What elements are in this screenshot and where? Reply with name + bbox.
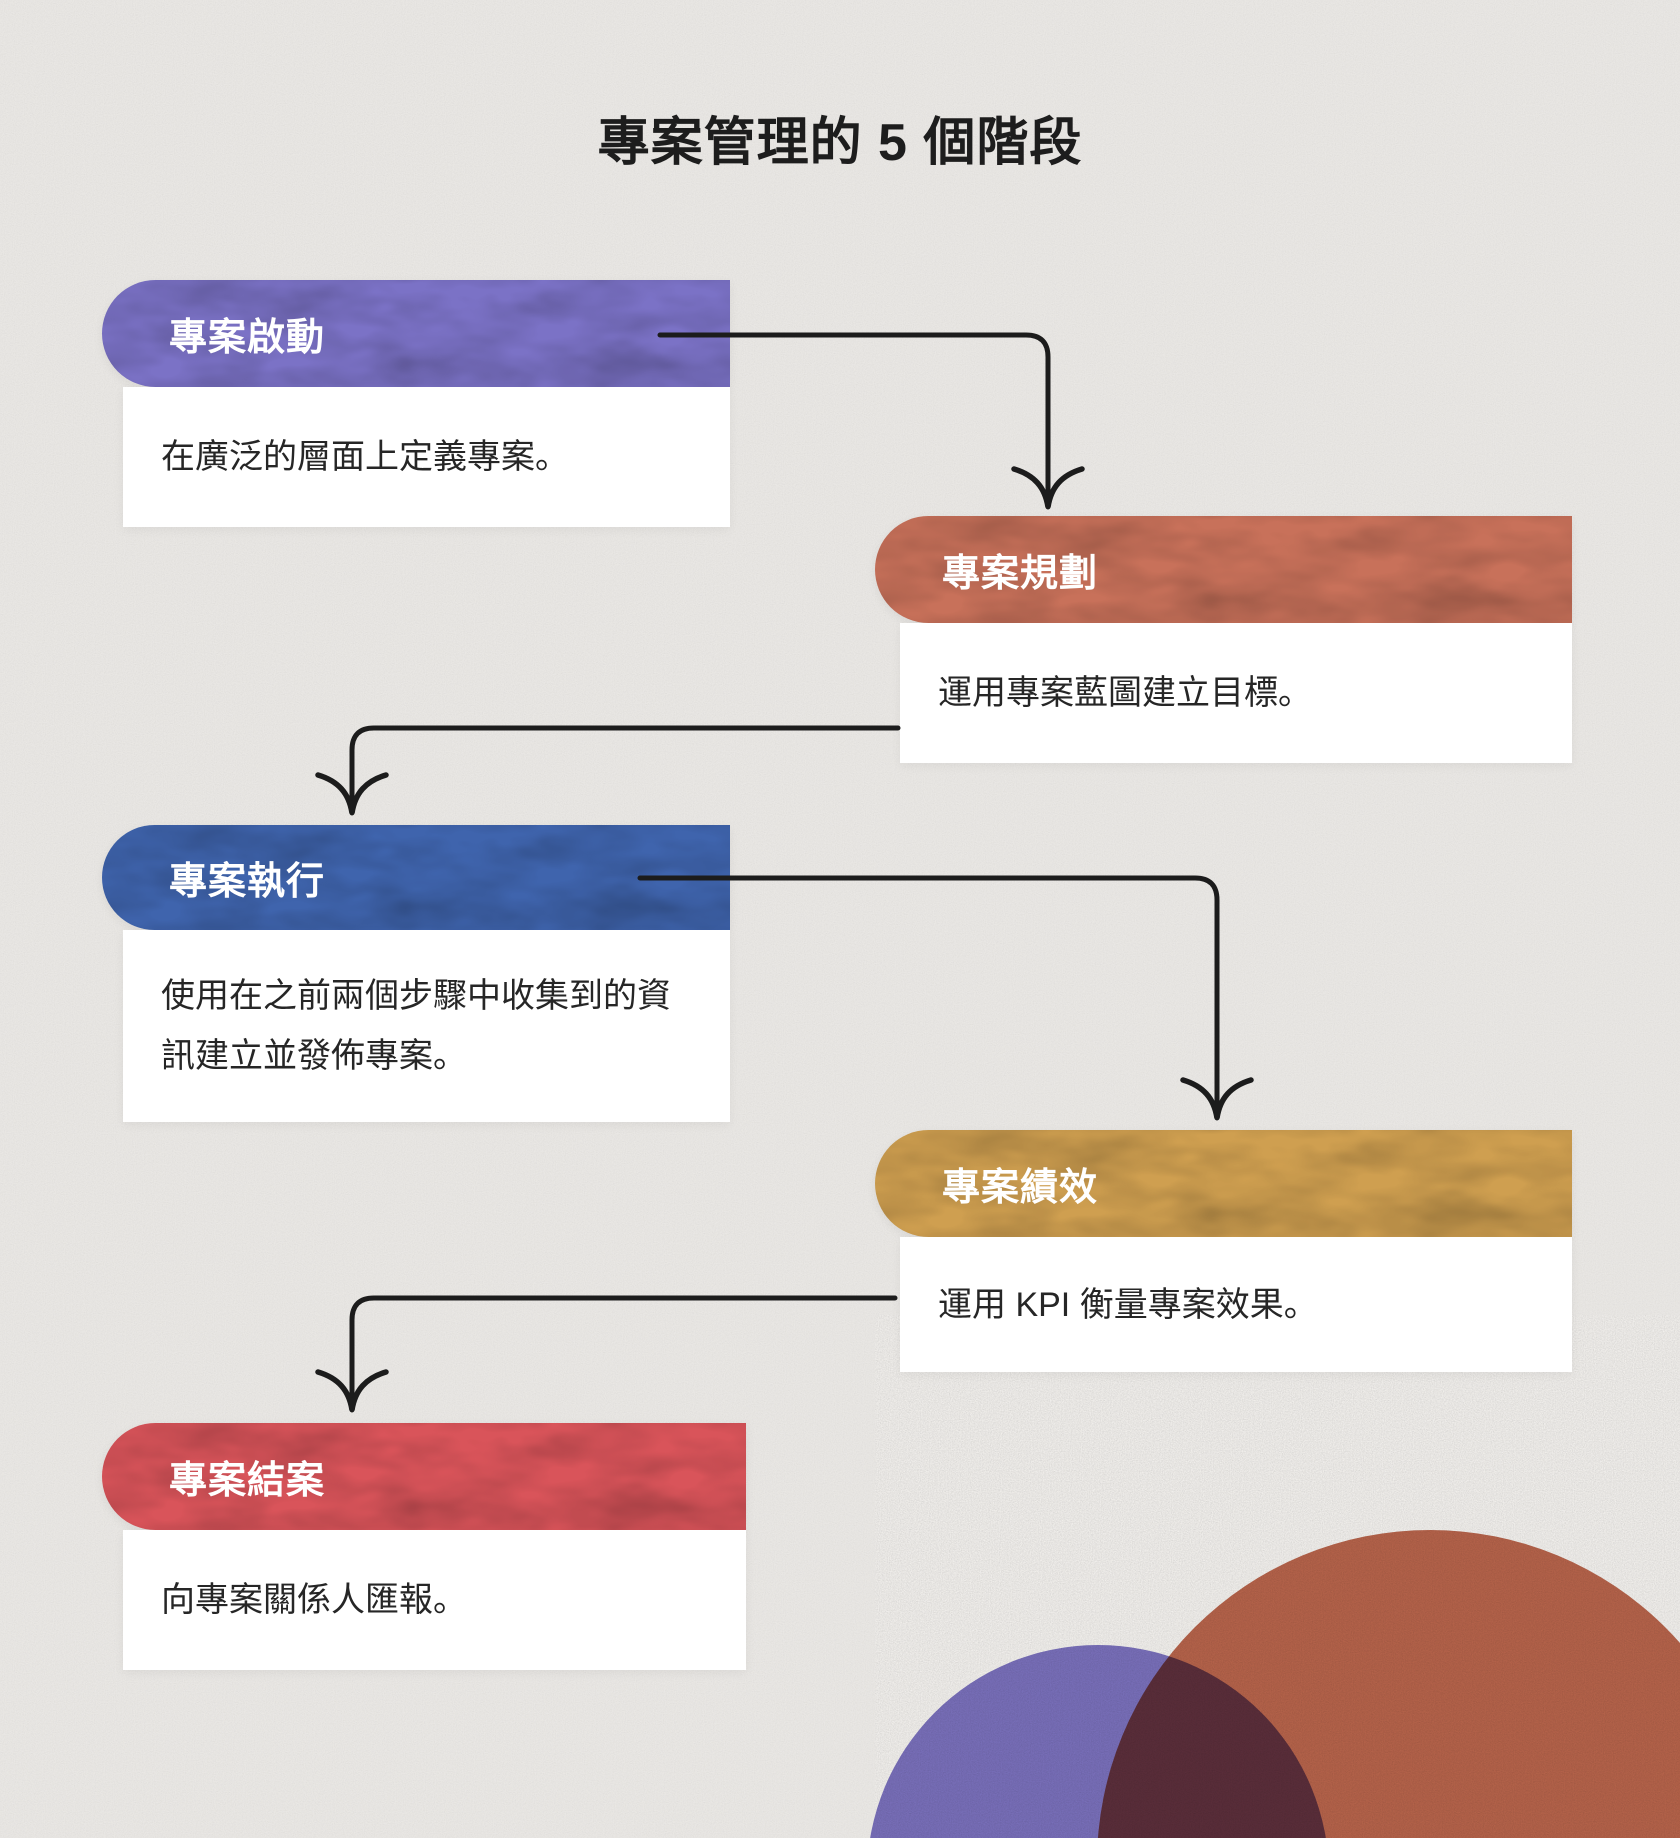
connector-arrow-4-to-5 <box>315 1295 898 1413</box>
stage-description-text: 向專案關係人匯報。 <box>161 1581 467 1619</box>
stage-description: 在廣泛的層面上定義專案。 <box>123 387 730 527</box>
stage-description: 向專案關係人匯報。 <box>123 1530 746 1670</box>
stage-description: 使用在之前兩個步驟中收集到的資訊建立並發佈專案。 <box>123 930 730 1122</box>
stage-description: 運用專案藍圖建立目標。 <box>900 623 1572 763</box>
stage-header-performance: 專案績效 <box>875 1130 1572 1237</box>
connector-arrow-2-to-3 <box>315 725 901 816</box>
stage-header-closure: 專案結案 <box>102 1423 746 1530</box>
stage-title: 專案執行 <box>169 861 326 903</box>
stage-header-execution: 專案執行 <box>102 825 730 930</box>
stage-title: 專案結案 <box>169 1460 326 1502</box>
stage-title: 專案規劃 <box>942 553 1099 595</box>
stage-header-planning: 專案規劃 <box>875 516 1572 623</box>
stage-title: 專案績效 <box>942 1167 1099 1209</box>
connector-arrow-3-to-4 <box>637 875 1254 1121</box>
stage-header-initiation: 專案啟動 <box>102 280 730 387</box>
stage-description: 運用 KPI 衡量專案效果。 <box>900 1237 1572 1372</box>
stage-description-text: 運用專案藍圖建立目標。 <box>938 674 1312 712</box>
page-title: 專案管理的 5 個階段 <box>597 114 1083 172</box>
stage-title: 專案啟動 <box>169 317 326 359</box>
stage-description-text: 在廣泛的層面上定義專案。 <box>161 438 569 476</box>
stage-description-text: 運用 KPI 衡量專案效果。 <box>938 1285 1318 1324</box>
stage-description-text: 使用在之前兩個步驟中收集到的資訊建立並發佈專案。 <box>161 977 671 1075</box>
